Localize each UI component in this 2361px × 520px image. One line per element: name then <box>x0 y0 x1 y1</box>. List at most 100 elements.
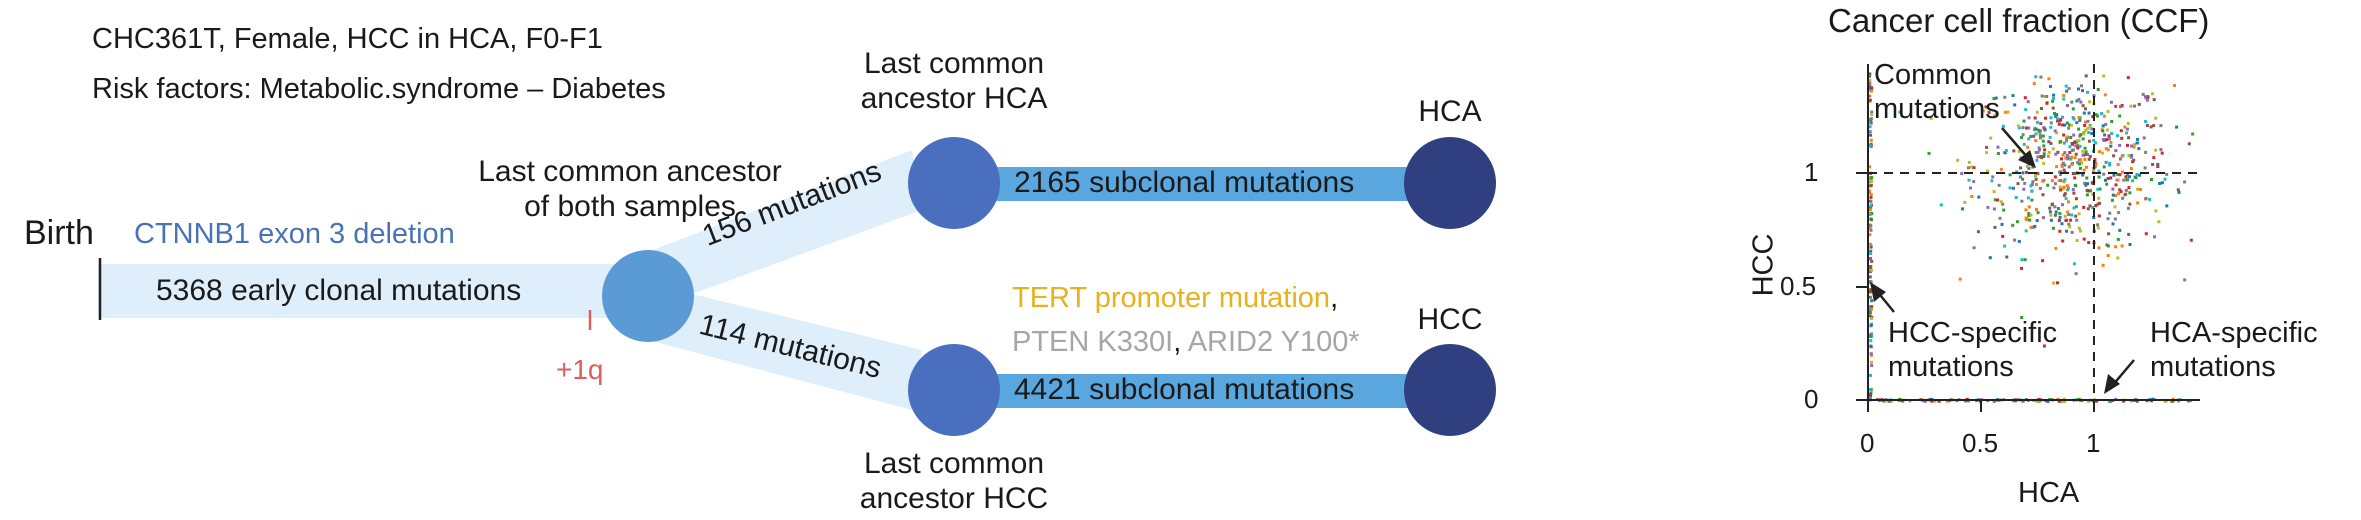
scatter-point <box>2101 129 2105 133</box>
scatter-point <box>1868 213 1872 217</box>
scatter-point <box>2017 126 2021 130</box>
scatter-point <box>2136 201 2140 205</box>
scatter-point <box>2038 148 2042 152</box>
scatter-point <box>2019 175 2022 179</box>
scatter-point <box>2057 122 2061 126</box>
scatter-point <box>2063 151 2067 155</box>
scatter-point <box>1870 317 1873 321</box>
scatter-point <box>2013 238 2017 242</box>
scatter-point <box>1981 109 1985 113</box>
scatter-point <box>2086 189 2090 193</box>
scatter-point <box>2175 125 2179 129</box>
scatter-point <box>2065 89 2069 93</box>
scatter-point <box>2079 100 2083 104</box>
scatter-point <box>2021 171 2025 175</box>
scatter-point <box>2106 148 2110 152</box>
scatter-point <box>2133 104 2136 108</box>
scatter-point <box>2027 214 2031 218</box>
scatter-point <box>2176 188 2180 192</box>
scatter-point <box>2030 198 2034 202</box>
scatter-point <box>2063 123 2067 127</box>
hcc-drivers: TERT promoter mutation, PTEN K330I, ARID… <box>1012 282 1360 358</box>
scatter-point <box>2082 237 2086 241</box>
scatter-point <box>1868 189 1872 193</box>
scatter-point <box>2077 226 2081 230</box>
scatter-point <box>2022 187 2026 191</box>
scatter-point <box>2144 95 2147 99</box>
scatter-point <box>1869 249 1873 253</box>
scatter-point <box>2153 235 2156 239</box>
scatter-point <box>2183 278 2187 282</box>
scatter-point <box>2085 176 2089 180</box>
scatter-point <box>2096 187 2100 191</box>
scatter-point <box>2006 110 2010 114</box>
scatter-point <box>2034 75 2038 79</box>
scatter-point <box>2020 136 2024 139</box>
scatter-point <box>2103 133 2107 137</box>
scatter-point <box>2024 229 2028 233</box>
scatter-point <box>1869 117 1873 121</box>
scatter-point <box>2059 188 2063 192</box>
scatter-point <box>2081 137 2085 141</box>
scatter-point <box>2024 208 2028 212</box>
scatter-point <box>2157 220 2161 224</box>
scatter-point <box>2046 154 2050 158</box>
scatter-point <box>2107 232 2111 236</box>
scatter-point <box>2135 399 2139 403</box>
scatter-point <box>2060 165 2064 169</box>
scatter-point <box>2105 138 2109 142</box>
scatter-point <box>2057 219 2061 222</box>
scatter-point <box>2134 176 2138 180</box>
scatter-point <box>1960 172 1964 176</box>
scatter-point <box>2118 188 2122 192</box>
scatter-point <box>2093 158 2097 162</box>
scatter-point <box>2088 139 2091 143</box>
scatter-point <box>2146 95 2150 99</box>
scatter-point <box>1994 96 1998 100</box>
scatter-point <box>2070 148 2074 152</box>
scatter-point <box>2097 196 2101 200</box>
scatter-point <box>1988 256 1992 260</box>
scatter-point <box>2053 112 2056 115</box>
scatter-point <box>2073 172 2077 176</box>
scatter-point <box>2051 106 2055 110</box>
scatter-point <box>2120 154 2124 158</box>
scatter-point <box>1990 179 1994 183</box>
scatter-point <box>1992 190 1996 194</box>
hca-specific-arrow-head <box>2104 374 2120 394</box>
scatter-point <box>2109 176 2113 180</box>
scatter-point <box>2033 224 2037 228</box>
scatter-point <box>2117 192 2121 196</box>
scatter-point <box>2116 172 2120 176</box>
scatter-point <box>2111 187 2115 191</box>
scatter-point <box>1868 308 1872 312</box>
scatter-point <box>2053 175 2057 179</box>
scatter-point <box>2087 157 2091 161</box>
scatter-point <box>2144 150 2148 154</box>
scatter-point <box>2067 186 2070 190</box>
scatter-point <box>1868 388 1872 391</box>
scatter-point <box>2160 151 2164 155</box>
scatter-point <box>2067 165 2071 169</box>
scatter-point <box>2084 74 2088 78</box>
scatter-point <box>1996 198 2000 202</box>
hcc-specific-label: HCC-specific mutations <box>1888 317 2058 383</box>
hcc-subclonal-band <box>952 374 1448 408</box>
scatter-point <box>2037 128 2041 132</box>
scatter-point <box>2063 400 2067 403</box>
scatter-point <box>2091 181 2095 185</box>
scatter-point <box>1898 110 1902 114</box>
scatter-point <box>2116 256 2120 260</box>
trunk-mutations: 5368 early clonal mutations <box>156 274 522 307</box>
scatter-point <box>2158 182 2162 185</box>
scatter-point <box>2109 144 2113 148</box>
scatter-point <box>2062 93 2066 97</box>
scatter-point <box>2083 153 2087 157</box>
scatter-point <box>2126 76 2130 80</box>
scatter-point <box>1870 259 1874 263</box>
scatter-point <box>2065 121 2069 125</box>
scatter-point <box>2128 191 2132 195</box>
scatter-point <box>2098 201 2102 205</box>
scatter-point <box>2070 230 2074 234</box>
common-arrow <box>2001 127 2029 159</box>
